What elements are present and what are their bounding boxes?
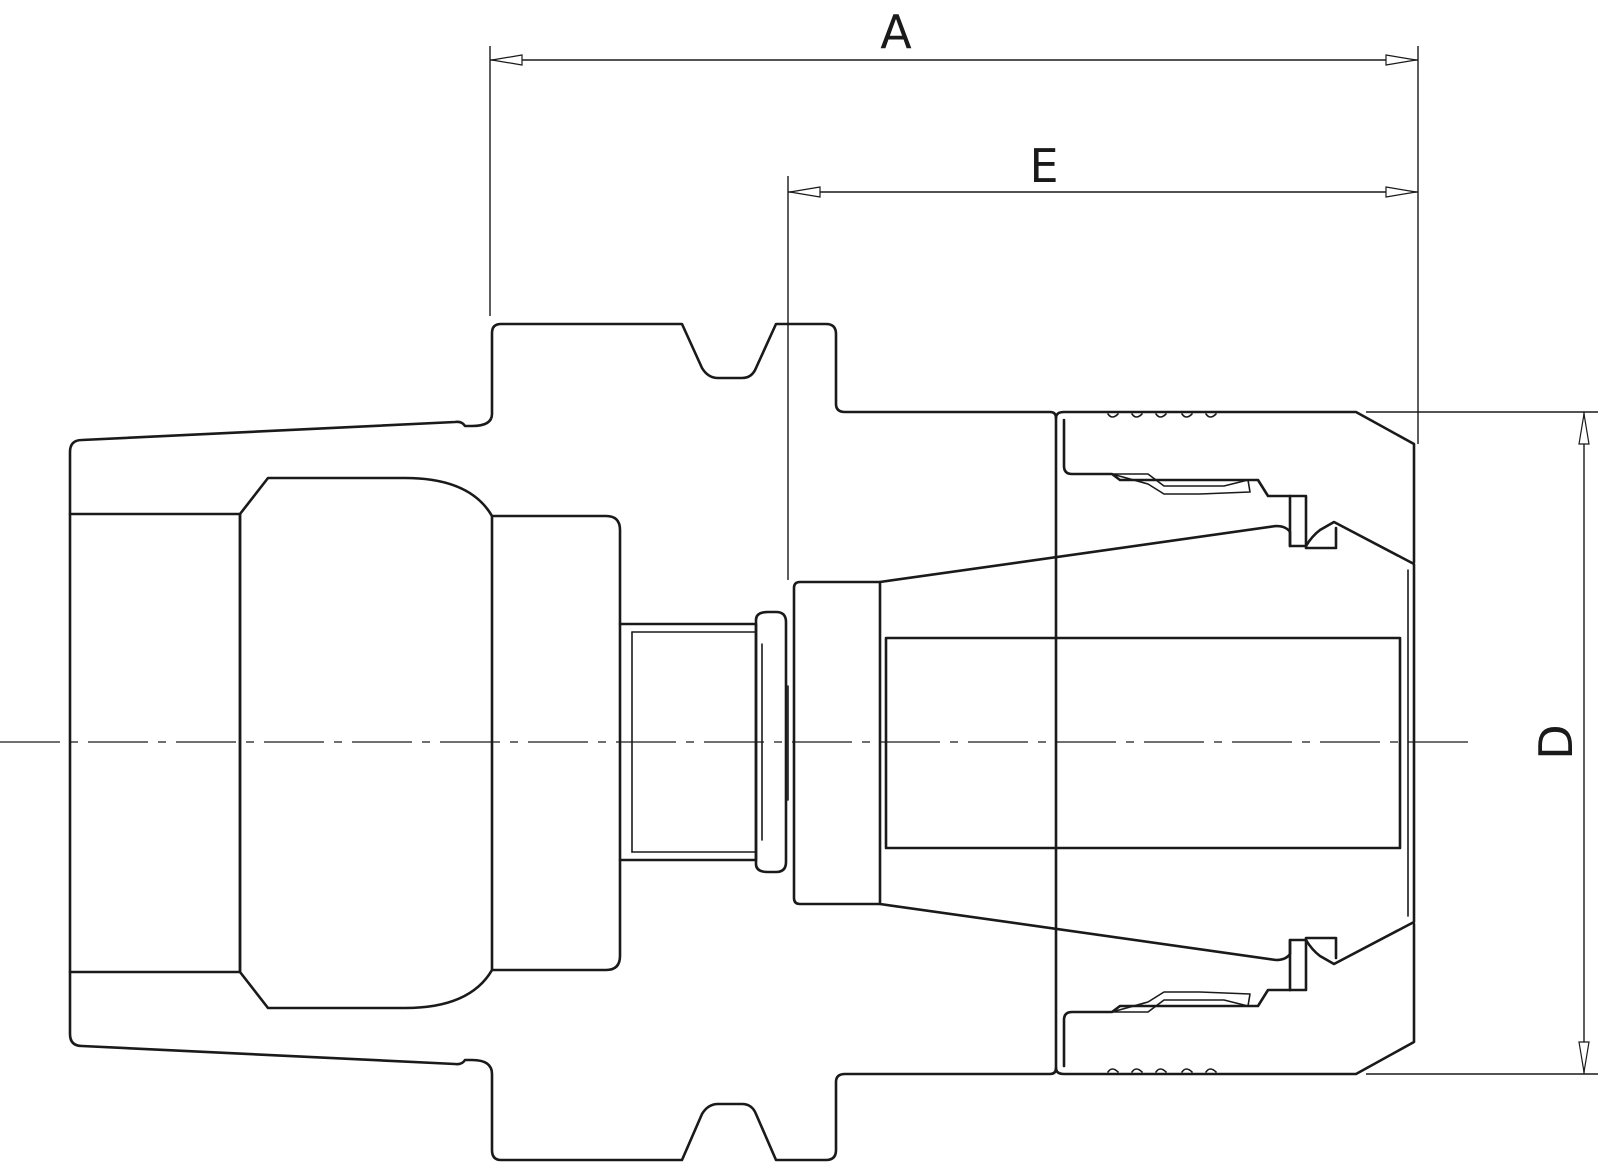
dim-d-arrow-top: [1578, 413, 1590, 445]
drive-pocket-outline: [238, 476, 622, 1010]
knurl-marks-bottom: [1107, 1068, 1217, 1073]
collet-bore: [884, 636, 1402, 850]
dim-d-label: D: [1529, 724, 1583, 759]
dim-e-label: E: [1029, 139, 1058, 193]
clamping-nut-inner-bottom: [1062, 988, 1292, 1068]
dim-a-label: A: [880, 5, 912, 59]
clamping-nut-outline: [1054, 410, 1416, 1076]
clamping-nut-inner-top: [1062, 418, 1292, 498]
dim-e-arrow-left: [789, 186, 821, 198]
dim-a-arrow-left: [491, 54, 523, 66]
collet-slot-top: [1288, 494, 1338, 550]
knurl-marks-top: [1107, 413, 1217, 418]
stop-ring: [792, 580, 882, 906]
dim-a-arrow-right: [1385, 54, 1417, 66]
collet-outline: [878, 520, 1416, 966]
dim-e-arrow-right: [1385, 186, 1417, 198]
nut-thread-top: [1111, 473, 1251, 495]
dim-d-arrow-bottom: [1578, 1041, 1590, 1073]
pull-stud-collar: [754, 610, 788, 874]
nut-thread-bottom: [1111, 991, 1251, 1013]
collet-slot-bottom: [1288, 936, 1338, 992]
